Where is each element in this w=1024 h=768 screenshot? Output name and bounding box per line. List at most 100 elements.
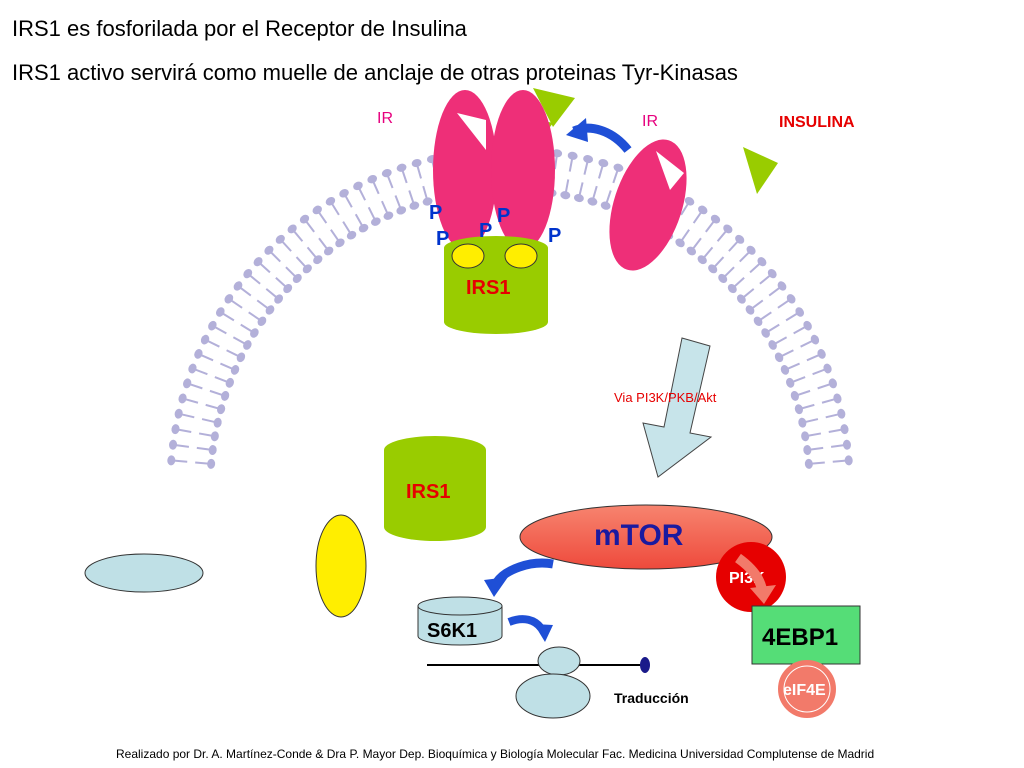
lipid-head xyxy=(790,390,799,401)
traduccion-label: Traducción xyxy=(614,690,689,706)
mtor-to-s6k1-arrow-head xyxy=(484,577,508,597)
lipid-head xyxy=(422,197,433,206)
lipid-head xyxy=(236,352,246,363)
yellow-protein xyxy=(315,514,367,618)
lipid-head xyxy=(746,245,756,255)
mtor-complex xyxy=(519,504,773,570)
lipid-head xyxy=(171,424,180,435)
lipid-head xyxy=(684,196,695,206)
lipid-head xyxy=(828,378,837,389)
ribosome-small-subunit xyxy=(537,646,581,676)
lipid-head xyxy=(768,340,777,350)
lipid-head xyxy=(207,458,216,469)
lipid-head xyxy=(274,294,284,304)
lipid-head xyxy=(200,334,210,345)
lipid-head xyxy=(233,281,243,291)
lipid-head xyxy=(243,268,253,279)
light-blue-protein xyxy=(84,553,204,593)
lipid-head xyxy=(560,191,571,200)
lipid-head xyxy=(275,234,285,244)
lipid-head xyxy=(381,168,392,178)
receptor-notch xyxy=(656,151,684,190)
lipid-head xyxy=(264,245,274,255)
lipid-head xyxy=(761,328,770,338)
ribosome-large-subunit xyxy=(515,673,591,719)
s6k1-to-ribosome-arrow-head xyxy=(534,624,553,642)
lipid-head xyxy=(723,224,733,234)
lipid-head xyxy=(833,393,842,404)
lipid-head xyxy=(257,316,267,327)
lipid-head xyxy=(686,246,696,256)
lipid-head xyxy=(339,189,349,198)
lipid-head xyxy=(727,283,737,294)
lipid-head xyxy=(335,238,345,248)
lipid-head xyxy=(798,417,807,428)
phosphotyrosine-site xyxy=(451,243,485,269)
title-line-2: IRS1 activo servirá como muelle de ancla… xyxy=(12,60,738,85)
lipid-head xyxy=(583,155,594,164)
lipid-head xyxy=(777,281,787,291)
lipid-head xyxy=(383,211,394,220)
lipid-head xyxy=(842,439,851,450)
ebp1-box xyxy=(751,605,861,665)
lipid-head xyxy=(774,352,784,363)
ir-label-left: IR xyxy=(377,110,393,127)
irs1-cylinder-body xyxy=(444,248,548,334)
lipid-head xyxy=(312,205,322,215)
eif4e-label: eIF4E xyxy=(783,682,826,699)
mrna-cap xyxy=(640,657,650,673)
phosphate-p: P xyxy=(548,225,561,247)
lipid-head xyxy=(178,393,187,404)
lipid-head xyxy=(780,365,790,375)
lipid-head xyxy=(697,255,707,265)
lipid-head xyxy=(757,257,767,267)
lipid-head xyxy=(810,334,820,345)
lipid-head xyxy=(567,151,578,160)
receptor-subunit xyxy=(491,90,555,250)
lipid-head xyxy=(210,431,219,442)
lipid-head xyxy=(194,349,203,359)
lipid-head xyxy=(600,201,611,210)
lipid-head xyxy=(844,455,853,466)
lipid-head xyxy=(786,294,796,304)
s6k1-label: S6K1 xyxy=(427,620,477,642)
lipid-head xyxy=(325,196,336,206)
ebp1-label: 4EBP1 xyxy=(762,624,838,651)
lipid-head xyxy=(804,458,813,469)
eif4e-inner xyxy=(783,665,831,713)
phosphate-p: P xyxy=(436,228,449,250)
lipid-head xyxy=(299,214,310,224)
lipid-head xyxy=(718,273,728,283)
phosphate-p: P xyxy=(479,220,492,242)
lipid-head xyxy=(250,328,259,338)
lipid-head xyxy=(302,264,312,274)
lipid-head xyxy=(213,417,222,428)
lipid-head xyxy=(208,445,217,456)
lipid-head xyxy=(411,158,422,168)
lipid-head xyxy=(795,307,805,317)
lipid-head xyxy=(188,363,197,374)
lipid-head xyxy=(735,234,745,244)
phosphotyrosine-site xyxy=(504,243,538,269)
lipid-head xyxy=(409,201,420,210)
lipid-head xyxy=(803,320,812,331)
lipid-head xyxy=(208,320,217,331)
phosphate-p: P xyxy=(429,202,442,224)
receptor-notch xyxy=(457,113,486,150)
lipid-head xyxy=(367,174,378,184)
irs1-label-top: IRS1 xyxy=(466,277,510,299)
lipid-head xyxy=(169,439,178,450)
insulina-label: INSULINA xyxy=(779,114,855,131)
lipid-head xyxy=(217,404,226,415)
lipid-head xyxy=(283,283,293,294)
ir-label-right: IR xyxy=(642,113,658,130)
via-label: Via PI3K/PKB/Akt xyxy=(614,390,717,405)
phosphate-labels: P P P P P xyxy=(429,202,561,250)
lipid-head xyxy=(224,294,234,304)
lipid-head xyxy=(292,273,302,283)
lipid-head xyxy=(613,163,624,172)
lipid-head xyxy=(698,205,708,215)
lipid-head xyxy=(253,257,263,267)
lipid-head xyxy=(265,305,275,315)
